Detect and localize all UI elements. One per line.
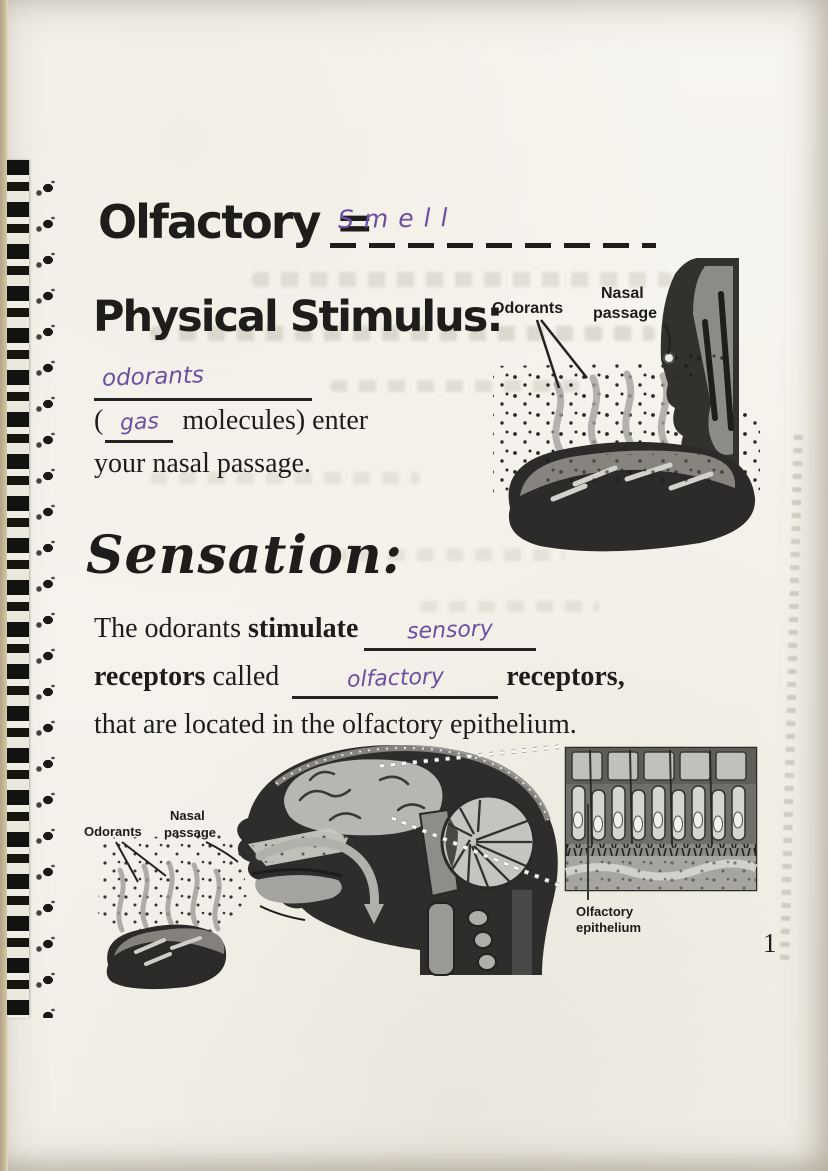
olfactory-handwriting: olfactory xyxy=(346,664,445,693)
brain xyxy=(282,757,445,838)
bleedthrough-text-ghost xyxy=(150,472,420,484)
sensation-line2: receptors called olfactory receptors, xyxy=(94,660,625,699)
spiral-binding-strip xyxy=(7,160,29,1018)
odorants-fill-in-blank: odorants xyxy=(94,356,312,401)
gas-fill-in-blank: gas xyxy=(105,404,174,443)
cerebellum xyxy=(440,794,536,890)
title-line: Olfactory = xyxy=(98,195,374,249)
paren-open: ( xyxy=(94,405,104,436)
physical-stimulus-heading: Physical Stimulus: xyxy=(93,292,504,342)
title-answer-line xyxy=(330,243,656,248)
title-answer-handwriting: Smell xyxy=(337,202,458,235)
spiral-binding-rings xyxy=(26,170,72,1018)
olfactory-fill-in-blank: olfactory xyxy=(292,660,499,699)
bread-illustration xyxy=(508,441,756,552)
zoom-callout-lines xyxy=(379,743,567,891)
bleedthrough-text-ghost xyxy=(420,601,600,612)
cilia-layer xyxy=(566,844,756,856)
label-pointer-lines xyxy=(115,841,239,883)
epithelium-label-line2: epithelium xyxy=(576,920,641,935)
odorants-label: Odorants xyxy=(492,300,563,317)
nasal-label-line2: passage xyxy=(593,305,657,322)
sensory-handwriting: sensory xyxy=(407,616,494,645)
gas-handwriting: gas xyxy=(119,408,160,437)
receptor-cells xyxy=(571,785,746,841)
epithelium-panel xyxy=(564,746,758,900)
olfactory-pathway-figure: Odorants Nasal passage xyxy=(84,743,758,990)
page-number: 1 xyxy=(763,928,777,958)
nasal-label-line1: Nasal xyxy=(170,808,205,823)
title-equals: = xyxy=(335,195,374,249)
sensory-fill-in-blank: sensory xyxy=(364,612,537,651)
tongue xyxy=(255,875,342,904)
bread-illustration xyxy=(106,924,227,990)
gas-molecules-line: ( gas molecules) enter xyxy=(94,404,368,443)
nose-illustration xyxy=(660,258,739,507)
nasal-label-line2: passage xyxy=(164,825,216,840)
called-text: called xyxy=(205,661,287,692)
page-left-edge xyxy=(0,0,8,1171)
nasal-passage-line: your nasal passage. xyxy=(94,448,311,479)
sensation-line3: that are located in the olfactory epithe… xyxy=(94,709,577,740)
line1-text: The odorants xyxy=(94,613,248,644)
odorants-label: Odorants xyxy=(84,824,142,839)
head-cross-section xyxy=(237,745,558,976)
stimulate-bold: stimulate xyxy=(247,613,359,644)
nasal-label-line1: Nasal xyxy=(601,285,644,302)
sensation-line1: The odorants stimulate sensory xyxy=(94,612,537,651)
bleedthrough-text-ghost xyxy=(150,326,655,341)
bleedthrough-text-ghost xyxy=(252,272,672,287)
sensation-heading: Sensation: xyxy=(86,525,403,586)
nostril-opening xyxy=(663,352,675,364)
epithelium-label-line1: Olfactory xyxy=(576,904,634,919)
vapor-lines xyxy=(116,860,222,933)
title-term: Olfactory xyxy=(98,195,321,249)
after-gas-text: molecules) enter xyxy=(175,405,369,436)
odorants-handwriting: odorants xyxy=(101,362,205,392)
receptors-bold-2: receptors, xyxy=(506,661,625,692)
nose-odorants-figure: Odorants Nasal passage xyxy=(492,258,760,552)
bleedthrough-text-ghost xyxy=(330,549,565,561)
label-pointer-lines xyxy=(535,319,672,389)
receptors-bold-1: receptors xyxy=(94,661,206,692)
